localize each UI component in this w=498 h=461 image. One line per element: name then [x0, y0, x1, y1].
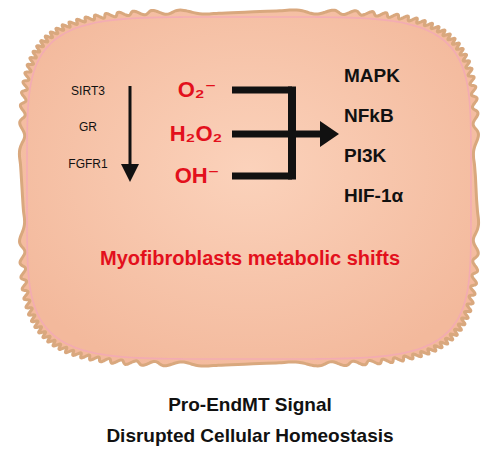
pathway-label: MAPK	[344, 66, 400, 87]
pathway-label: PI3K	[344, 146, 386, 167]
gene-label: SIRT3	[71, 85, 105, 98]
gene-label: GR	[79, 121, 97, 134]
cell-membrane	[16, 6, 482, 370]
ros-label: H₂O₂	[170, 122, 223, 146]
decrease-arrow	[129, 86, 132, 166]
cell-state-text: Myofibroblasts metabolic shifts	[100, 247, 400, 269]
decrease-arrowhead	[121, 164, 139, 182]
pathway-label: NFkB	[344, 106, 394, 127]
caption-line: Pro-EndMT Signal	[168, 395, 332, 416]
pathway-label: HIF-1α	[344, 186, 403, 207]
gene-label: FGFR1	[68, 158, 107, 171]
ros-label: O₂⁻	[178, 78, 217, 102]
signal-arrows	[121, 86, 339, 182]
cell-body	[19, 10, 478, 366]
membrane-highlight	[27, 17, 471, 359]
bracket-arm	[232, 173, 292, 180]
cell-outline: Myofibroblasts metabolic shifts SIRT3GR FG…	[16, 6, 482, 370]
bracket-arm	[232, 131, 292, 138]
activation-arrowhead	[320, 121, 339, 147]
bracket-arm	[232, 87, 292, 94]
activation-arrow	[292, 131, 322, 138]
caption-line: Disrupted Cellular Homeostasis	[106, 426, 393, 447]
ros-label: OH⁻	[175, 164, 220, 188]
